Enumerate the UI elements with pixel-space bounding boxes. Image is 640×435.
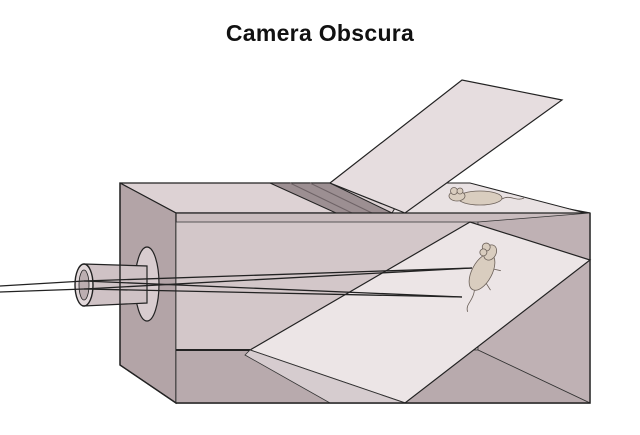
mouse-silhouette-icon — [466, 242, 501, 313]
open-lid — [328, 79, 564, 214]
mouse-silhouette-icon — [448, 187, 525, 206]
light-rays — [0, 267, 473, 298]
page-title: Camera Obscura — [225, 20, 415, 46]
